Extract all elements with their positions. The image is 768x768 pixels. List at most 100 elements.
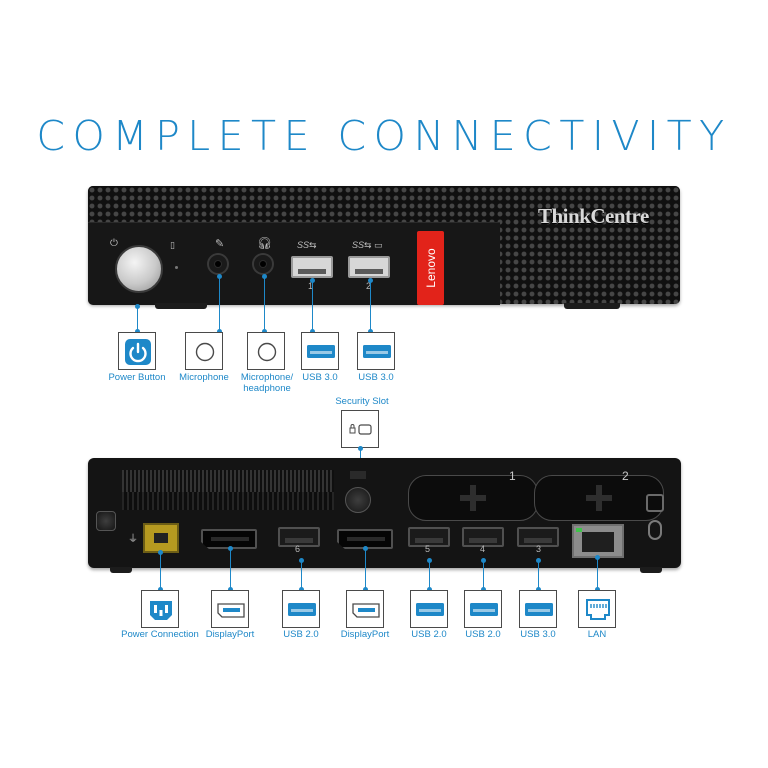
label-mic-headphone: Microphone/ headphone — [240, 372, 294, 394]
front-foot-right — [564, 303, 620, 309]
headphone-jack[interactable] — [254, 255, 272, 273]
label-power-button: Power Button — [108, 372, 166, 383]
rear-usb-port-4[interactable] — [462, 527, 504, 547]
leader-power-button — [135, 304, 140, 334]
rear-port-number-3: 3 — [536, 544, 542, 554]
power-connector[interactable] — [143, 523, 179, 553]
leader-usb-5 — [427, 558, 432, 592]
lock-slot-icon — [349, 424, 372, 435]
rear-usb-port-5[interactable] — [408, 527, 450, 547]
leader-usb-front-2 — [368, 278, 373, 334]
usb-port-icon — [525, 603, 553, 616]
usb-port-icon — [416, 603, 444, 616]
usb-port-icon — [470, 603, 498, 616]
displayport-icon — [217, 603, 245, 618]
label-power-connection: Power Connection — [121, 629, 199, 640]
thinkcentre-logo: ThinkCentre — [538, 204, 649, 228]
front-port-number-1: 1 — [308, 281, 314, 291]
kensington-lock-slot[interactable] — [648, 520, 662, 540]
label-security-slot: Security Slot — [335, 396, 389, 407]
rear-usb-port-6[interactable] — [278, 527, 320, 547]
callout-usb-4 — [464, 590, 502, 628]
leader-displayport-2 — [363, 546, 368, 592]
displayport-icon — [352, 603, 380, 618]
power-button[interactable] — [115, 245, 163, 293]
usb-port-icon — [288, 603, 316, 616]
label-displayport-1: DisplayPort — [205, 629, 255, 640]
callout-usb-3 — [519, 590, 557, 628]
callout-power-button — [118, 332, 156, 370]
microphone-jack[interactable] — [209, 255, 227, 273]
label-usb-front-1: USB 3.0 — [302, 372, 338, 383]
leader-displayport-1 — [228, 546, 233, 592]
ethernet-port[interactable] — [572, 524, 624, 558]
padlock-loop[interactable] — [646, 494, 664, 512]
rear-port-number-5: 5 — [425, 544, 431, 554]
label-usb-3: USB 3.0 — [520, 629, 556, 640]
callout-security-slot — [341, 410, 379, 448]
callout-usb-6 — [282, 590, 320, 628]
label-usb-5: USB 2.0 — [411, 629, 447, 640]
leader-usb-6 — [299, 558, 304, 592]
leader-usb-4 — [481, 558, 486, 592]
lenovo-logo-tag: Lenovo — [417, 231, 444, 305]
rear-port-number-6: 6 — [295, 544, 301, 554]
rear-usb-port-3[interactable] — [517, 527, 559, 547]
microphone-symbol-icon: ✎ — [215, 238, 225, 250]
label-displayport-2: DisplayPort — [340, 629, 390, 640]
usb-port-icon — [307, 345, 335, 358]
lenovo-logo-text: Lenovo — [423, 248, 438, 288]
front-foot-left — [155, 303, 207, 309]
callout-mic-headphone — [247, 332, 285, 370]
callout-usb-front-2 — [357, 332, 395, 370]
label-microphone: Microphone — [179, 372, 229, 383]
rear-left-latch — [96, 511, 116, 531]
security-slot-opening[interactable] — [350, 471, 366, 479]
expansion-bay-2 — [534, 475, 664, 521]
activity-led — [175, 266, 178, 269]
bay-1-plus-icon — [460, 485, 486, 511]
rear-foot-right — [640, 567, 662, 573]
usb-ss-mark-1: SS⇆ — [297, 240, 317, 250]
bay-2-plus-icon — [586, 485, 612, 511]
leader-mic-headphone — [262, 274, 267, 334]
front-usb-port-1[interactable] — [291, 256, 333, 278]
bay-number-1: 1 — [509, 469, 516, 483]
power-connector-icon — [150, 601, 172, 620]
label-lan: LAN — [587, 629, 607, 640]
headline: COMPLETE CONNECTIVITY — [36, 112, 732, 160]
usb-port-icon — [363, 345, 391, 358]
label-usb-6: USB 2.0 — [283, 629, 319, 640]
callout-usb-front-1 — [301, 332, 339, 370]
rear-thumbscrew — [345, 487, 371, 513]
label-usb-front-2: USB 3.0 — [358, 372, 394, 383]
rear-vent-lower — [122, 492, 334, 510]
power-symbol-icon: ⏻ — [110, 238, 118, 249]
rear-port-number-4: 4 — [480, 544, 486, 554]
audio-jack-icon — [195, 342, 215, 362]
headset-symbol-icon: 🎧︎ — [257, 236, 273, 250]
lan-link-led — [576, 528, 582, 532]
front-port-number-2: 2 — [366, 281, 372, 291]
label-usb-4: USB 2.0 — [465, 629, 501, 640]
front-usb-port-2[interactable] — [348, 256, 390, 278]
callout-microphone — [185, 332, 223, 370]
ethernet-port-icon — [586, 599, 610, 620]
callout-usb-5 — [410, 590, 448, 628]
rear-foot-left — [110, 567, 132, 573]
power-icon — [125, 339, 151, 365]
usb-ss-mark-2: SS⇆ ▭ — [352, 240, 383, 250]
leader-microphone — [217, 274, 222, 334]
callout-power-connection — [141, 590, 179, 628]
leader-usb-3 — [536, 558, 541, 592]
callout-displayport-2 — [346, 590, 384, 628]
leader-power-connection — [158, 550, 163, 592]
audio-jack-icon — [257, 342, 277, 362]
callout-lan — [578, 590, 616, 628]
leader-lan — [595, 555, 600, 592]
callout-displayport-1 — [211, 590, 249, 628]
expansion-bay-1 — [408, 475, 538, 521]
power-input-symbol-icon: ⏚ — [128, 534, 138, 545]
drive-activity-icon: ▯ — [170, 240, 175, 250]
bay-number-2: 2 — [622, 469, 629, 483]
